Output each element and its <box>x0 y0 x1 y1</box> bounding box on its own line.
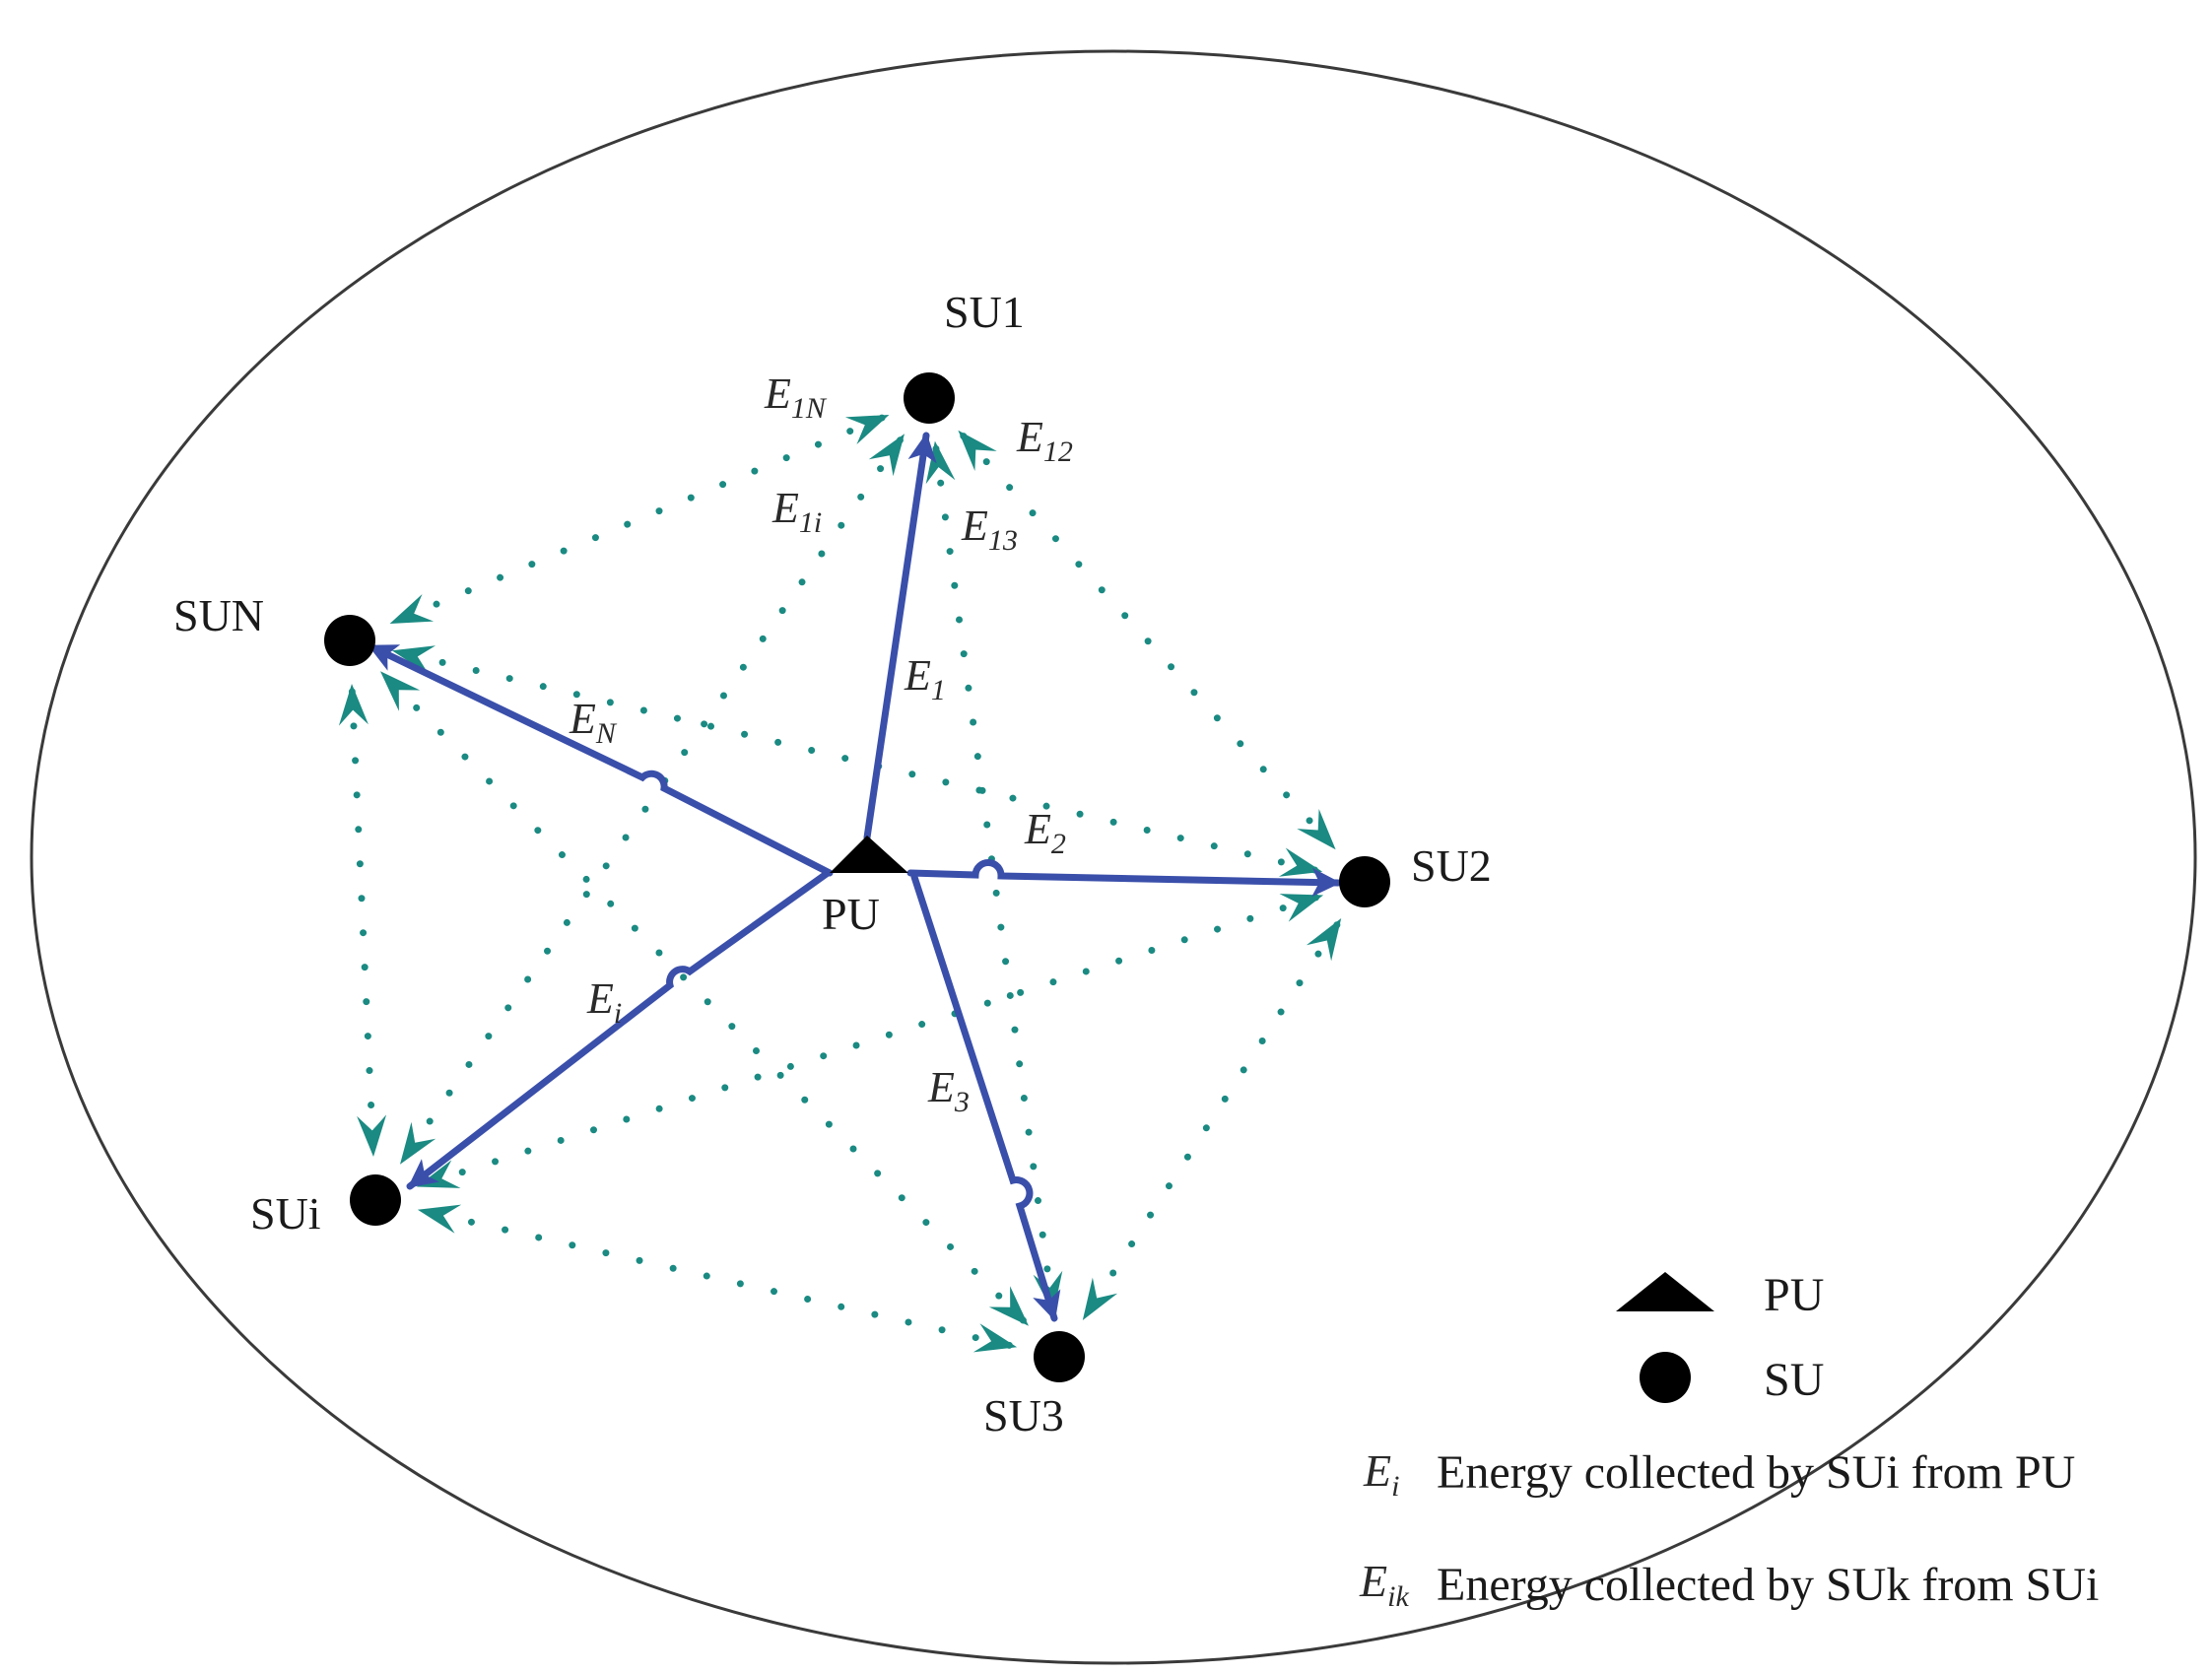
pu-label: PU <box>822 889 880 939</box>
e1i-label: E1i <box>771 484 822 539</box>
pu-node[interactable] <box>830 836 908 873</box>
su-link-arrowhead-su1 <box>844 415 890 444</box>
su-link-arrowhead-sun <box>391 645 436 675</box>
pu-energy-links <box>367 432 1342 1322</box>
pu-link-su3 <box>910 873 1061 1322</box>
pu-link-sun <box>367 642 834 877</box>
su-link-sun-sui <box>348 688 377 1153</box>
e2-label: E2 <box>1024 805 1066 860</box>
legend-eik-symbol: Eik <box>1359 1556 1409 1613</box>
e13-label: E13 <box>961 502 1018 557</box>
su-link-arrowhead-su3 <box>1082 1277 1118 1320</box>
legend-pu-triangle <box>1616 1272 1714 1311</box>
legend-su-dot <box>1640 1352 1691 1403</box>
ei-label: Ei <box>586 974 622 1030</box>
pu-link-sui <box>406 869 832 1190</box>
su-link-arrowhead-sui <box>357 1114 387 1157</box>
sui-label: SUi <box>250 1188 321 1239</box>
su1-label: SU1 <box>944 287 1025 337</box>
su-link-su3-sun <box>382 673 1027 1324</box>
su-link-arrowhead-su3 <box>972 1323 1018 1353</box>
su-energy-links <box>348 414 1341 1349</box>
su-link-su2-sui <box>421 894 1319 1188</box>
coverage-circle <box>30 49 2197 1665</box>
su2-node[interactable] <box>1339 856 1390 907</box>
su-link-su2-sun <box>396 648 1318 874</box>
su3-node[interactable] <box>1034 1331 1085 1382</box>
en-label: EN <box>569 695 618 750</box>
su-link-arrowhead-su1 <box>925 440 956 485</box>
su-link-arrowhead-su2 <box>1279 894 1324 922</box>
su-link-arrowhead-sui <box>400 1121 436 1165</box>
su-link-arrowhead-su3 <box>988 1286 1029 1326</box>
su-link-arrowheads <box>338 415 1342 1353</box>
e1n-label: E1N <box>764 369 828 425</box>
su-link-arrowhead-sun <box>338 684 369 726</box>
su-link-su2-su3 <box>1083 921 1341 1317</box>
su-link-arrowhead-sun <box>389 594 435 624</box>
su-link-su1-su3 <box>932 445 1056 1309</box>
legend: PU SU Ei Energy collected by SUi from PU… <box>1359 1269 2099 1613</box>
su-link-su1-sui <box>401 436 904 1162</box>
su-link-arrowhead-sun <box>380 671 421 711</box>
su-link-arrowhead-sui <box>417 1204 462 1234</box>
su-link-arrowhead-su2 <box>1306 918 1342 962</box>
legend-pu-label: PU <box>1764 1269 1824 1321</box>
legend-su-label: SU <box>1764 1354 1824 1406</box>
su3-label: SU3 <box>983 1390 1064 1440</box>
sun-node[interactable] <box>324 615 375 666</box>
pu-link-su1 <box>863 432 937 841</box>
su2-label: SU2 <box>1411 840 1492 891</box>
su-link-arrowhead-su1 <box>958 430 997 471</box>
su-link-arrowhead-su2 <box>1278 847 1323 877</box>
legend-eik-text: Energy collected by SUk from SUi <box>1437 1559 2099 1611</box>
e3-label: E3 <box>927 1063 970 1118</box>
su-link-arrowhead-su2 <box>1297 809 1336 850</box>
e1-label: E1 <box>904 651 946 706</box>
legend-ei-symbol: Ei <box>1363 1445 1399 1503</box>
su1-node[interactable] <box>904 372 955 424</box>
sun-label: SUN <box>173 590 264 640</box>
su-link-arrowhead-su1 <box>868 434 905 477</box>
su-link-su1-su2 <box>960 433 1334 847</box>
sui-node[interactable] <box>350 1174 401 1226</box>
su-link-su3-sui <box>422 1208 1013 1349</box>
e12-label: E12 <box>1016 413 1073 468</box>
pu-link-su2 <box>906 859 1342 898</box>
legend-ei-text: Energy collected by SUi from PU <box>1437 1446 2075 1499</box>
